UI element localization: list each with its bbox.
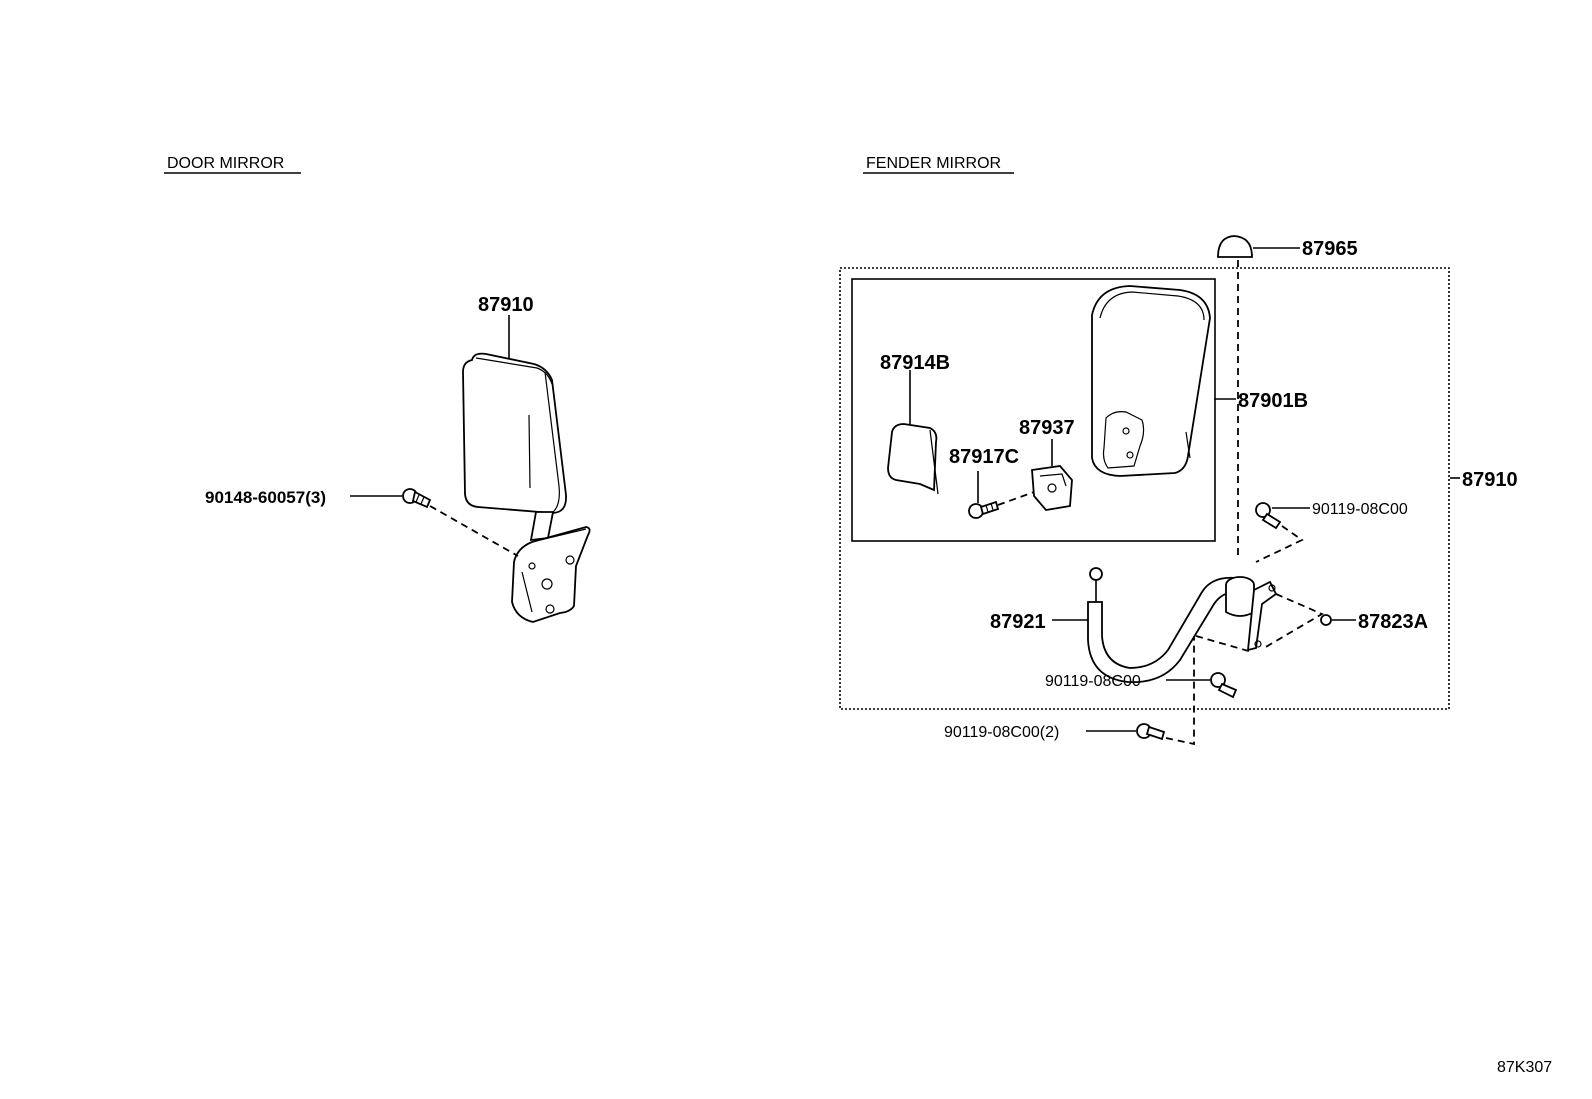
door-mirror-heading: DOOR MIRROR — [167, 155, 284, 172]
part-number-87917c: 87917C — [949, 446, 1019, 468]
stay-icon — [1087, 567, 1278, 683]
bolt-upper-icon — [1255, 502, 1282, 530]
fender-head-box — [851, 278, 1216, 542]
part-number-87921: 87921 — [990, 611, 1046, 633]
part-number-90119-08c00-lower: 90119-08C00 — [1045, 673, 1141, 690]
fender-mirror-head — [1091, 285, 1211, 477]
part-number-90119-08c00-2: 90119-08C00(2) — [944, 724, 1059, 741]
nut-dashed-path — [1263, 593, 1324, 649]
bolt-upper-dashed-path — [1255, 525, 1304, 563]
bolt-lower-icon — [1210, 672, 1238, 699]
part-number-87901b: 87901B — [1238, 390, 1308, 412]
part-number-90148-60057: 90148-60057(3) — [205, 488, 326, 507]
fender-assembly-box — [839, 267, 1450, 710]
door-screw-dashed-path — [429, 505, 519, 557]
part-number-87965: 87965 — [1302, 238, 1358, 260]
cover-icon — [887, 423, 939, 495]
holder-icon — [1031, 465, 1073, 511]
door-screw-icon — [402, 488, 432, 509]
bolt-lower-dashed-path — [1195, 635, 1253, 653]
screw-87917c-dashed-path — [997, 491, 1035, 506]
part-number-87937: 87937 — [1019, 417, 1075, 439]
screw-87917c-icon — [968, 500, 1000, 519]
bolt-mount-dashed-path — [1165, 636, 1195, 746]
part-number-87823a: 87823A — [1358, 611, 1428, 633]
cap-icon — [1217, 235, 1253, 258]
diagram-code: 87K307 — [1497, 1059, 1552, 1076]
bolt-mount-icon — [1136, 723, 1166, 741]
fender-mirror-heading: FENDER MIRROR — [866, 155, 1001, 172]
part-number-fender-87910: 87910 — [1462, 469, 1518, 491]
part-number-87914b: 87914B — [880, 352, 950, 374]
part-number-87910: 87910 — [478, 294, 534, 316]
part-number-90119-08c00-upper: 90119-08C00 — [1312, 501, 1408, 518]
nut-icon — [1320, 614, 1332, 626]
door-mirror-assembly-drawing — [462, 352, 591, 623]
